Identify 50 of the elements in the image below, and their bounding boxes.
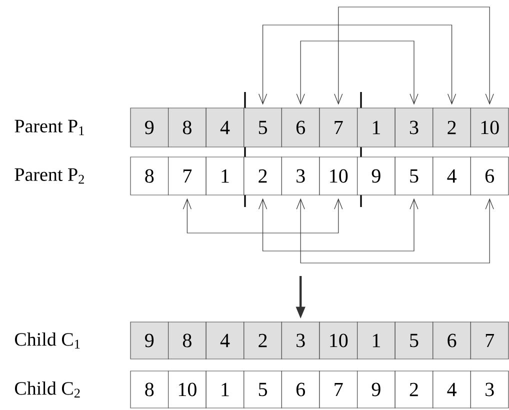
arrow: [334, 6, 494, 105]
gene-cell: 5: [394, 322, 434, 360]
gene-cell: 5: [244, 370, 282, 408]
gene-cell: 6: [470, 156, 509, 196]
arrow: [258, 24, 456, 105]
gene-cell: 4: [206, 322, 244, 360]
row-label: Parent P$_{2}$: [14, 168, 84, 184]
gene-cell: 8: [130, 370, 169, 408]
gene-cell: 6: [281, 108, 320, 148]
gene-cell: 1: [357, 322, 396, 360]
gene-cell: 7: [319, 370, 358, 408]
gene-cell: 9: [357, 370, 396, 408]
gene-cell: 2: [244, 322, 282, 360]
gene-cell: 2: [244, 156, 282, 196]
gene-cell: 2: [432, 108, 471, 148]
gene-cell: 6: [281, 370, 320, 408]
gene-cell: 3: [281, 156, 320, 196]
gene-cell: 9: [357, 156, 396, 196]
gene-cell: 10: [319, 322, 358, 360]
gene-cell: 9: [130, 108, 169, 148]
gene-cell: 4: [432, 156, 471, 196]
gene-cell: 1: [206, 370, 244, 408]
gene-cell: 8: [168, 108, 206, 148]
gene-cell: 1: [357, 108, 396, 148]
gene-cell: 6: [432, 322, 471, 360]
gene-cell: 4: [206, 108, 244, 148]
row-label: Parent P$_{1}$: [14, 120, 84, 136]
row-label: Child C$_{1}$: [14, 332, 80, 348]
gene-cell: 10: [168, 370, 206, 408]
row-label: Child C$_{2}$: [14, 382, 80, 398]
gene-cell: 4: [432, 370, 471, 408]
gene-cell: 7: [319, 108, 358, 148]
gene-cell: 9: [130, 322, 169, 360]
arrow: [258, 198, 418, 252]
gene-cell: 1: [206, 156, 244, 196]
gene-cell: 7: [470, 322, 509, 360]
gene-cell: 8: [130, 156, 169, 196]
arrow: [296, 40, 418, 105]
gene-cell: 8: [168, 322, 206, 360]
gene-cell: 5: [244, 108, 282, 148]
gene-cell: 3: [281, 322, 320, 360]
arrow: [296, 198, 494, 264]
gene-cell: 7: [168, 156, 206, 196]
gene-cell: 10: [470, 108, 509, 148]
gene-cell: 10: [319, 156, 358, 196]
gene-cell: 5: [394, 156, 434, 196]
gene-cell: 2: [394, 370, 434, 408]
arrow: [182, 198, 343, 234]
gene-cell: 3: [470, 370, 509, 408]
gene-cell: 3: [394, 108, 434, 148]
